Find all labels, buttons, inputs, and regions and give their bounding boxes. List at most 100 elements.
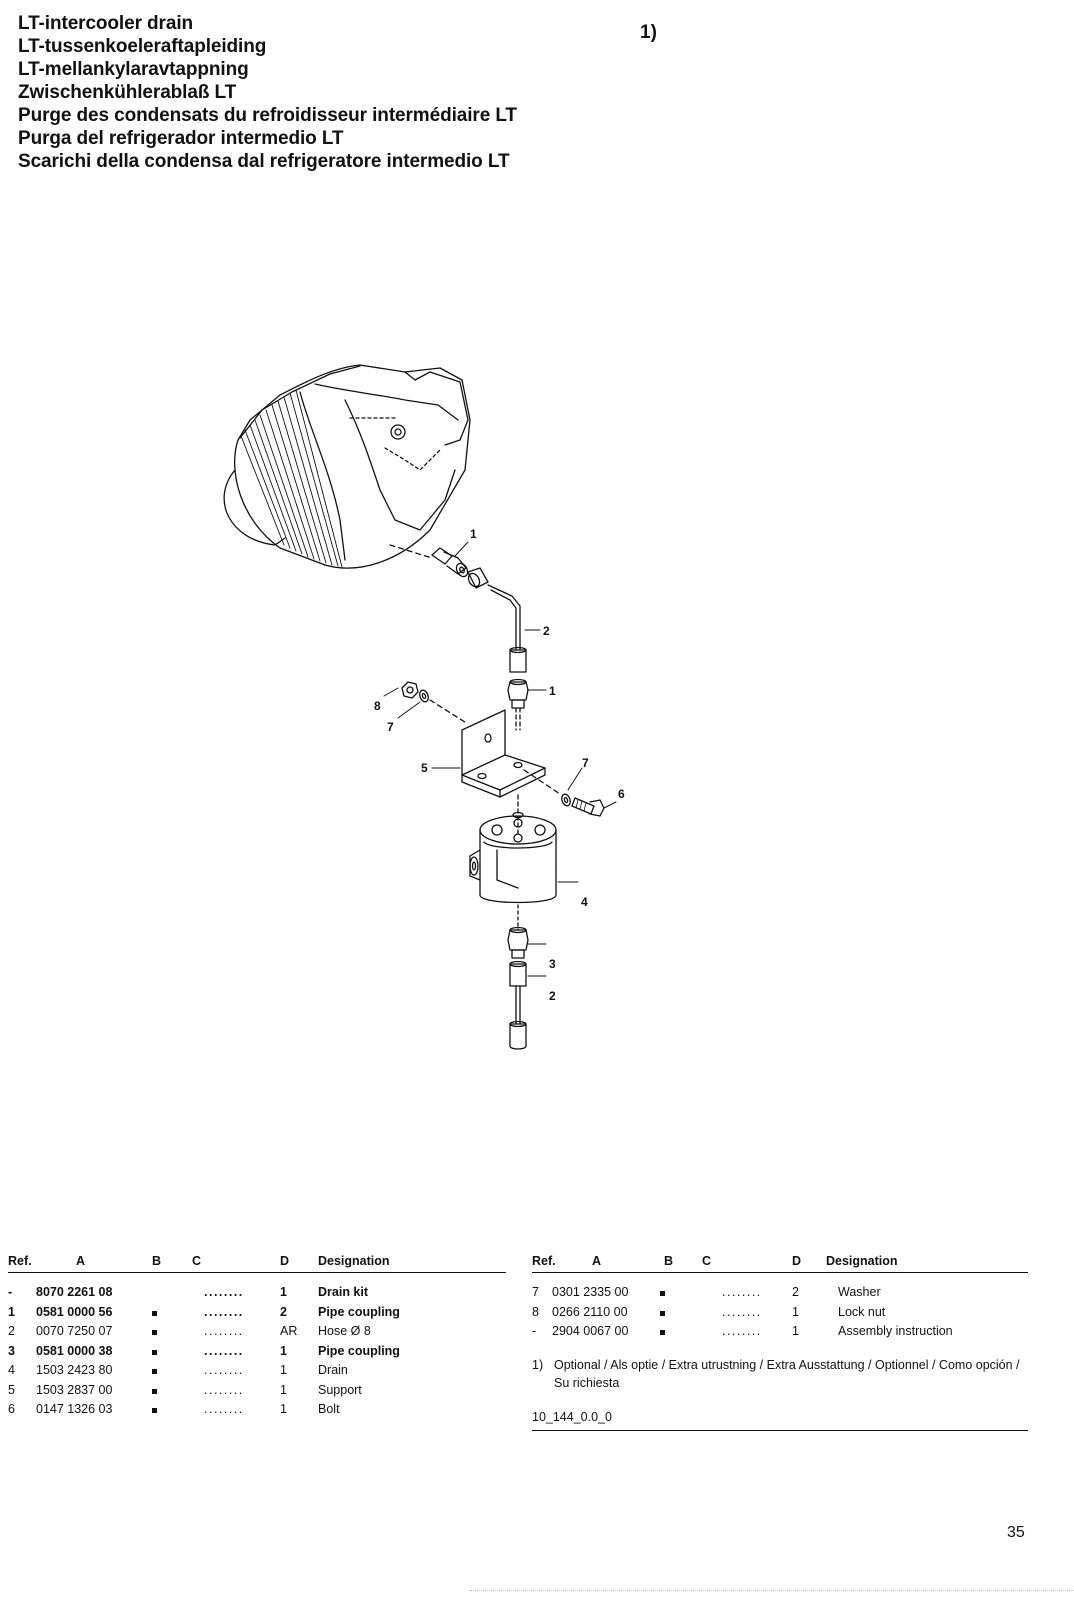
- lower-hose: [509, 960, 527, 1050]
- row-quantity: 1: [280, 1343, 287, 1358]
- row-part-number: 0581 0000 38: [36, 1343, 113, 1358]
- row-dots: ........: [722, 1324, 762, 1338]
- row-designation: Bolt: [318, 1402, 340, 1416]
- table-row: 1 0581 0000 56........ 2 Pipe coupling: [8, 1303, 506, 1323]
- assembly-line-nut: [429, 699, 469, 725]
- row-ref: 2: [8, 1324, 15, 1338]
- middle-pipe-coupling: [507, 678, 529, 731]
- scan-edge-divider: [470, 1590, 1074, 1591]
- row-quantity: 1: [280, 1285, 287, 1299]
- row-part-number: 1503 2837 00: [36, 1382, 113, 1397]
- row-part-number: 8070 2261 08: [36, 1285, 113, 1299]
- optional-footnote: 1) Optional / Als optie / Extra utrustni…: [532, 1356, 1028, 1392]
- row-dots: ........: [204, 1343, 244, 1358]
- row-ref: -: [532, 1324, 537, 1338]
- row-ref: 7: [532, 1285, 539, 1299]
- intercooler-fins: [240, 389, 343, 568]
- row-bullet: [152, 1383, 157, 1397]
- bolt: [571, 797, 605, 817]
- intercooler-housing: [223, 364, 471, 569]
- title-de: Zwischenkühlerablaß LT: [18, 82, 237, 103]
- row-ref: 1: [8, 1304, 15, 1319]
- header-designation: Designation: [318, 1254, 390, 1268]
- header-a: A: [592, 1254, 602, 1268]
- leader-lines: [383, 541, 617, 977]
- assembly-line-bolt: [523, 769, 561, 795]
- row-ref: 8: [532, 1304, 539, 1319]
- row-part-number: 2904 0067 00: [552, 1324, 629, 1338]
- callout-4: 4: [581, 895, 588, 909]
- document-code: 10_144_0.0_0: [532, 1410, 1028, 1431]
- row-quantity: AR: [280, 1324, 298, 1338]
- header-c: C: [192, 1254, 202, 1268]
- row-designation: Hose Ø 8: [318, 1324, 371, 1338]
- row-part-number: 0301 2335 00: [552, 1285, 629, 1299]
- footnote-text: Optional / Als optie / Extra utrustning …: [554, 1357, 1020, 1390]
- callout-2-upper: 2: [543, 624, 550, 638]
- parts-table-left: Ref. A B C D Designation -8070 2261 08..…: [8, 1252, 506, 1420]
- support-bracket: [461, 709, 546, 798]
- row-dots: ........: [204, 1363, 244, 1377]
- callout-2-lower: 2: [549, 989, 556, 1003]
- page-number: 35: [1007, 1524, 1025, 1541]
- row-quantity: 1: [280, 1382, 287, 1397]
- header-b: B: [664, 1254, 674, 1268]
- row-ref: -: [8, 1285, 13, 1299]
- header-b: B: [152, 1254, 162, 1268]
- row-bullet: [152, 1402, 157, 1416]
- row-designation: Support: [318, 1382, 362, 1397]
- title-fr: Purge des condensats du refroidisseur in…: [18, 105, 517, 126]
- row-bullet: [660, 1324, 665, 1338]
- washer-upper: [419, 689, 429, 703]
- upper-hose-sleeve: [467, 567, 489, 589]
- row-designation: Pipe coupling: [318, 1304, 400, 1319]
- row-quantity: 2: [280, 1304, 287, 1319]
- callout-8: 8: [374, 699, 381, 713]
- row-dots: ........: [722, 1285, 762, 1299]
- row-bullet: [152, 1344, 157, 1358]
- title-en: LT-intercooler drain: [18, 13, 194, 34]
- footnote-number: 1): [532, 1357, 544, 1372]
- row-part-number: 0147 1326 03: [36, 1402, 113, 1416]
- row-ref: 4: [8, 1363, 15, 1377]
- title-es: Purga del refrigerador intermedio LT: [18, 128, 344, 149]
- assembly-line-1: [389, 544, 433, 559]
- parts-rows-left: - 8070 2261 08........ 1 Drain kit 1 0581 000…: [8, 1283, 506, 1420]
- row-bullet: [152, 1363, 157, 1377]
- callout-5: 5: [421, 761, 428, 775]
- lock-nut: [401, 681, 419, 699]
- row-quantity: 1: [792, 1304, 799, 1319]
- header-d: D: [280, 1254, 290, 1268]
- row-ref: 5: [8, 1382, 15, 1397]
- upper-pipe-coupling: [431, 547, 469, 578]
- row-part-number: 1503 2423 80: [36, 1363, 113, 1377]
- row-designation: Drain: [318, 1363, 348, 1377]
- row-quantity: 2: [792, 1285, 799, 1299]
- washer-lower: [561, 793, 571, 807]
- callout-1-upper: 1: [470, 527, 477, 541]
- callout-3: 3: [549, 957, 556, 971]
- callout-6: 6: [618, 787, 625, 801]
- title-nl: LT-tussenkoeleraftapleiding: [18, 36, 267, 57]
- row-dots: ........: [204, 1324, 244, 1338]
- row-part-number: 0581 0000 56: [36, 1304, 113, 1319]
- title-block: LT-intercooler drain LT-tussenkoelerafta…: [18, 12, 778, 173]
- row-bullet: [660, 1285, 665, 1299]
- callout-1-middle: 1: [549, 684, 556, 698]
- table-row: 5 1503 2837 00........ 1 Support: [8, 1381, 506, 1401]
- row-dots: ........: [204, 1304, 244, 1319]
- header-d: D: [792, 1254, 802, 1268]
- row-designation: Drain kit: [318, 1285, 369, 1299]
- row-dots: ........: [204, 1402, 244, 1416]
- row-dots: ........: [204, 1382, 244, 1397]
